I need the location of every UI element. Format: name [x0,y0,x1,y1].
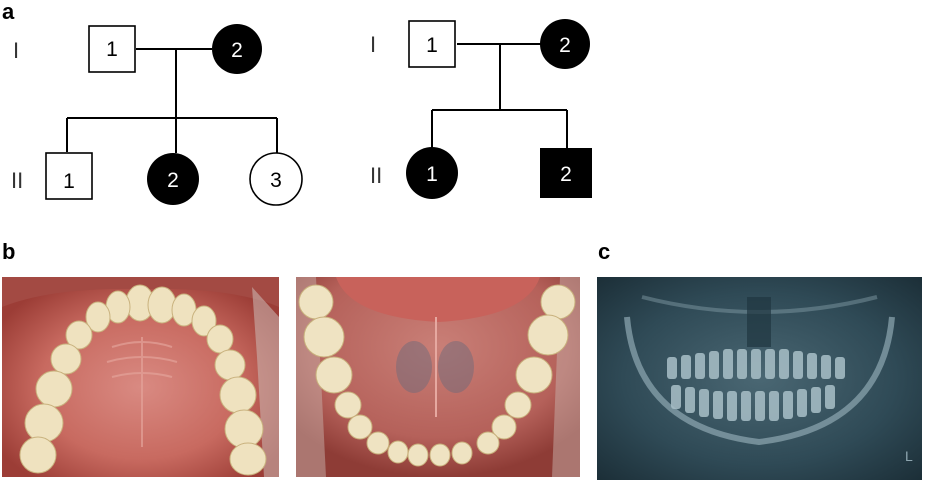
individual-number: 1 [426,34,438,57]
pedigree-1-II-1-unaffected-male: 1 [46,153,92,199]
pedigree-1-II-2-affected-female: 2 [147,153,199,205]
lower-occlusal-photo [296,277,580,477]
pedigree-chart-1: I II 1 2 1 2 3 [0,0,330,220]
individual-number: 1 [106,38,118,61]
individual-number: 2 [231,39,243,62]
pedigree-2-II-1-affected-female: 1 [406,147,458,199]
individual-number: 2 [559,34,571,57]
panel-label-b: b [2,241,15,263]
individual-number: 1 [426,163,438,186]
pedigree-chart-2: I II 1 2 1 2 [360,0,640,220]
generation-label-II: II [370,163,382,188]
generation-label-I: I [13,38,19,63]
individual-number: 2 [167,169,179,192]
individual-number: 2 [560,163,572,186]
pedigree-2-I-2-affected-female: 2 [540,19,590,69]
xray-side-marker: L [905,448,913,464]
individual-number: 3 [270,169,282,192]
panel-label-c: c [598,241,610,263]
pedigree-2-II-2-affected-male: 2 [540,148,592,198]
generation-label-I: I [370,32,376,57]
panoramic-xray-image: L [597,277,922,480]
pedigree-1-I-1-unaffected-male: 1 [89,26,135,72]
individual-number: 1 [63,170,75,193]
pedigree-1-I-2-affected-female: 2 [212,24,262,74]
upper-occlusal-photo [2,277,279,477]
pedigree-1-II-3-unaffected-female: 3 [250,153,302,205]
pedigree-2-I-1-unaffected-male: 1 [409,21,455,67]
generation-label-II: II [11,168,23,193]
